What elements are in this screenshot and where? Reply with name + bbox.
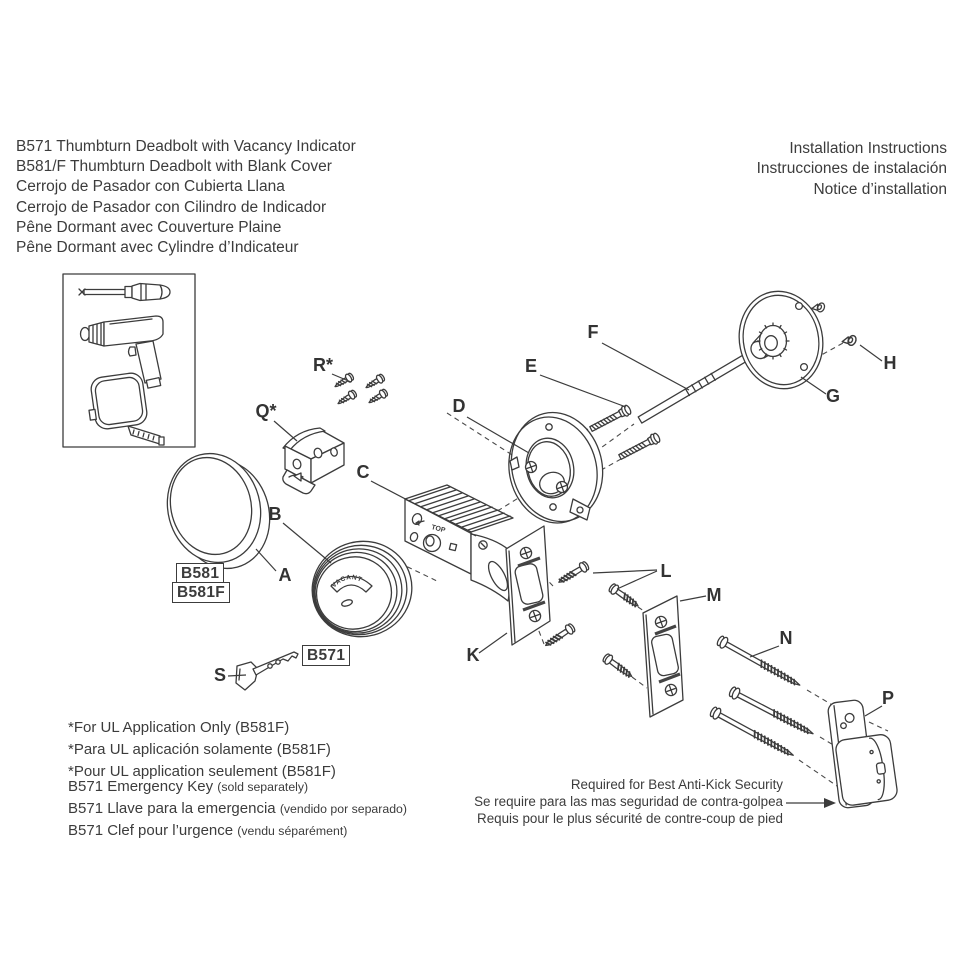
- required-tools-box: [62, 273, 196, 448]
- key-footnote-main: B571 Clef pour l’urgence: [68, 822, 238, 839]
- part-label-d: D: [453, 396, 466, 416]
- leader-lines: [227, 342, 883, 717]
- part-label-n: N: [780, 628, 793, 648]
- part-label-h: H: [884, 353, 897, 373]
- title-line: Cerrojo de Pasador con Cilindro de Indic…: [16, 198, 327, 216]
- strike-plate-part-m: [642, 595, 684, 718]
- part-label-l: L: [661, 561, 672, 581]
- title-line: Cerrojo de Pasador con Cubierta Llana: [16, 178, 285, 196]
- outside-plate-part-g: [738, 290, 824, 390]
- part-label-g: G: [826, 386, 840, 406]
- screwdriver-icon: [78, 282, 171, 302]
- part-label-f: F: [588, 322, 599, 342]
- key-footnote-main: B571 Llave para la emergencia: [68, 800, 280, 817]
- blank-cover-part-a: [166, 452, 271, 570]
- doc-type-block: Installation Instructions Instrucciones …: [757, 139, 947, 200]
- part-label-q: Q*: [255, 401, 276, 421]
- anti-kick-plate-part-p: [827, 699, 898, 809]
- part-label-r: R*: [313, 355, 333, 375]
- trim-screws-part-h: [811, 302, 857, 347]
- key-footnote-line: B571 Emergency Key (sold separately): [68, 776, 407, 798]
- key-footnote-note: (vendu séparément): [237, 824, 348, 838]
- title-line: B581/F Thumbturn Deadbolt with Blank Cov…: [16, 158, 332, 176]
- latch-faceplate-part-k: [505, 525, 551, 646]
- model-box-b571: B571: [302, 645, 351, 666]
- key-footnote-line: B571 Llave para la emergencia (vendido p…: [68, 798, 407, 820]
- emergency-key-footnotes: B571 Emergency Key (sold separately) B57…: [68, 776, 407, 842]
- part-label-c: C: [357, 462, 370, 482]
- anti-kick-note: Required for Best Anti-Kick Security Se …: [423, 777, 783, 827]
- part-label-m: M: [707, 585, 722, 605]
- deadbolt-latch-part-c: TOP: [404, 484, 517, 602]
- anti-kick-line: Requis pour le plus sécurité de contre-c…: [477, 810, 783, 826]
- inside-rose-part-d: [508, 411, 604, 524]
- ul-footnotes: *For UL Application Only (B581F) *Para U…: [68, 717, 336, 782]
- key-footnote-note: (sold separately): [217, 780, 309, 794]
- ul-footnote-line: *For UL Application Only (B581F): [68, 719, 290, 736]
- part-label-k: K: [467, 645, 480, 665]
- retainer-clip-part-q: [282, 427, 345, 495]
- title-line: B571 Thumbturn Deadbolt with Vacancy Ind…: [16, 138, 356, 155]
- ul-footnote-line: *Pour UL application seulement (B581F): [68, 762, 336, 780]
- part-label-b: B: [269, 504, 282, 524]
- ul-footnote-line: *Para UL aplicación solamente (B581F): [68, 740, 331, 758]
- vacancy-cover-part-b: VACANT: [311, 540, 413, 638]
- key-footnote-main: B571 Emergency Key: [68, 778, 218, 795]
- title-line: Pêne Dormant avec Cylindre d’Indicateur: [16, 239, 299, 257]
- title-block: B571 Thumbturn Deadbolt with Vacancy Ind…: [16, 137, 356, 258]
- part-label-e: E: [525, 356, 537, 376]
- part-labels: A B C D E F G H K L M N P Q* R* S: [214, 322, 897, 708]
- key-footnote-line: B571 Clef pour l’urgence (vendu séparéme…: [68, 820, 407, 842]
- key-footnote-note: (vendido por separado): [279, 802, 407, 816]
- emergency-key-part-s: [235, 651, 299, 691]
- anti-kick-line: Required for Best Anti-Kick Security: [570, 777, 783, 792]
- part-label-s: S: [214, 665, 226, 685]
- plate-screws-part-l: [541, 559, 642, 682]
- part-label-p: P: [882, 688, 894, 708]
- part-label-a: A: [279, 565, 292, 585]
- security-screws-part-n: [707, 633, 817, 762]
- anti-kick-arrow: [786, 798, 836, 808]
- model-box-b581: B581: [176, 563, 225, 584]
- tape-measure-icon: [88, 372, 165, 446]
- doc-type-line: Instrucciones de instalación: [756, 160, 947, 178]
- top-marking: TOP: [431, 524, 447, 534]
- drill-icon: [79, 315, 164, 389]
- anti-kick-line: Se require para las mas seguridad de con…: [474, 793, 783, 809]
- doc-type-line: Notice d’installation: [813, 180, 947, 198]
- title-line: Pêne Dormant avec Couverture Plaine: [16, 218, 282, 236]
- model-box-b581f: B581F: [172, 582, 231, 603]
- doc-type-line: Installation Instructions: [789, 140, 947, 157]
